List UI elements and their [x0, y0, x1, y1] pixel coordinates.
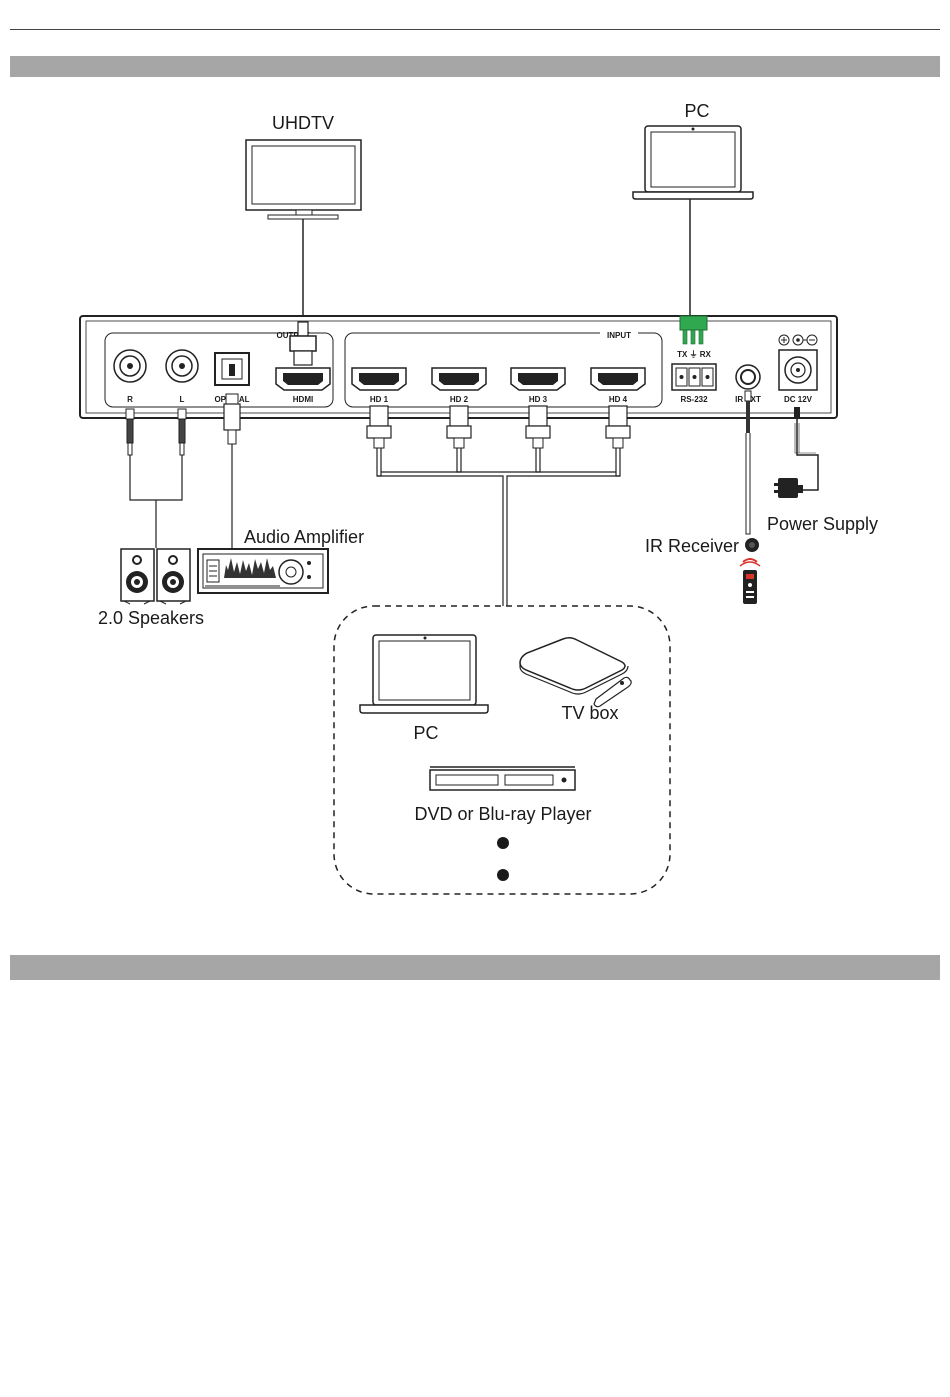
pc-top-label: PC [684, 101, 709, 121]
rs232-port [672, 364, 716, 390]
hdmi-output-port [276, 368, 330, 390]
dc-power-port [779, 350, 817, 390]
rca-l-port [166, 350, 198, 382]
power-cable [794, 407, 818, 490]
remote-control-icon [740, 559, 760, 604]
uhdtv-label: UHDTV [272, 113, 334, 133]
ellipsis-dot [497, 869, 509, 881]
pc-source-label: PC [413, 723, 438, 743]
hdmi-input-port-2 [432, 368, 486, 390]
tx-rx-label: TX ⏚ RX [677, 350, 711, 359]
rca-plug-icon [126, 409, 134, 455]
ellipsis-dot [497, 837, 509, 849]
hdmi-plug-icon [606, 406, 630, 448]
port-hd4-label: HD 4 [609, 395, 628, 404]
hdmi-input-port-1 [352, 368, 406, 390]
input-group-label: INPUT [607, 331, 631, 340]
polarity-icon [779, 335, 817, 345]
port-hd3-label: HD 3 [529, 395, 548, 404]
port-hdmi-label: HDMI [293, 395, 313, 404]
rca-r-port [114, 350, 146, 382]
hdmi-plug-icon [447, 406, 471, 448]
port-l-label: L [180, 395, 185, 404]
hdmi-plug-icon [526, 406, 550, 448]
optical-port [215, 353, 249, 385]
hdmi-input-port-4 [591, 368, 645, 390]
dvd-player-label: DVD or Blu-ray Player [414, 804, 591, 824]
port-hd2-label: HD 2 [450, 395, 469, 404]
audio-amplifier-label: Audio Amplifier [244, 527, 364, 547]
power-adapter-icon [774, 478, 803, 498]
rs232-terminal-plug [680, 316, 707, 344]
rs232-label: RS-232 [680, 395, 708, 404]
audio-amplifier-icon [198, 549, 328, 593]
optical-plug-icon [224, 394, 240, 444]
hdmi-plug-icon [367, 406, 391, 448]
speakers-label: 2.0 Speakers [98, 608, 204, 628]
dvd-player-icon [430, 767, 575, 790]
port-hd1-label: HD 1 [370, 395, 389, 404]
tv-box-label: TV box [561, 703, 618, 723]
ir-receiver-icon [745, 538, 759, 552]
rca-plug-icon [178, 409, 186, 455]
port-r-label: R [127, 395, 133, 404]
hdmi-input-port-3 [511, 368, 565, 390]
ir-receiver-label: IR Receiver [645, 536, 739, 556]
laptop-icon [633, 126, 753, 199]
tv-box-icon [520, 638, 628, 694]
rca-audio-cable [130, 455, 182, 548]
ir-ext-port [736, 365, 760, 389]
dc12v-label: DC 12V [784, 395, 813, 404]
uhdtv-icon [246, 140, 361, 219]
speakers-icon [121, 549, 190, 604]
laptop-icon [360, 635, 488, 713]
power-supply-label: Power Supply [767, 514, 878, 534]
hdmi-input-cables [377, 448, 620, 606]
